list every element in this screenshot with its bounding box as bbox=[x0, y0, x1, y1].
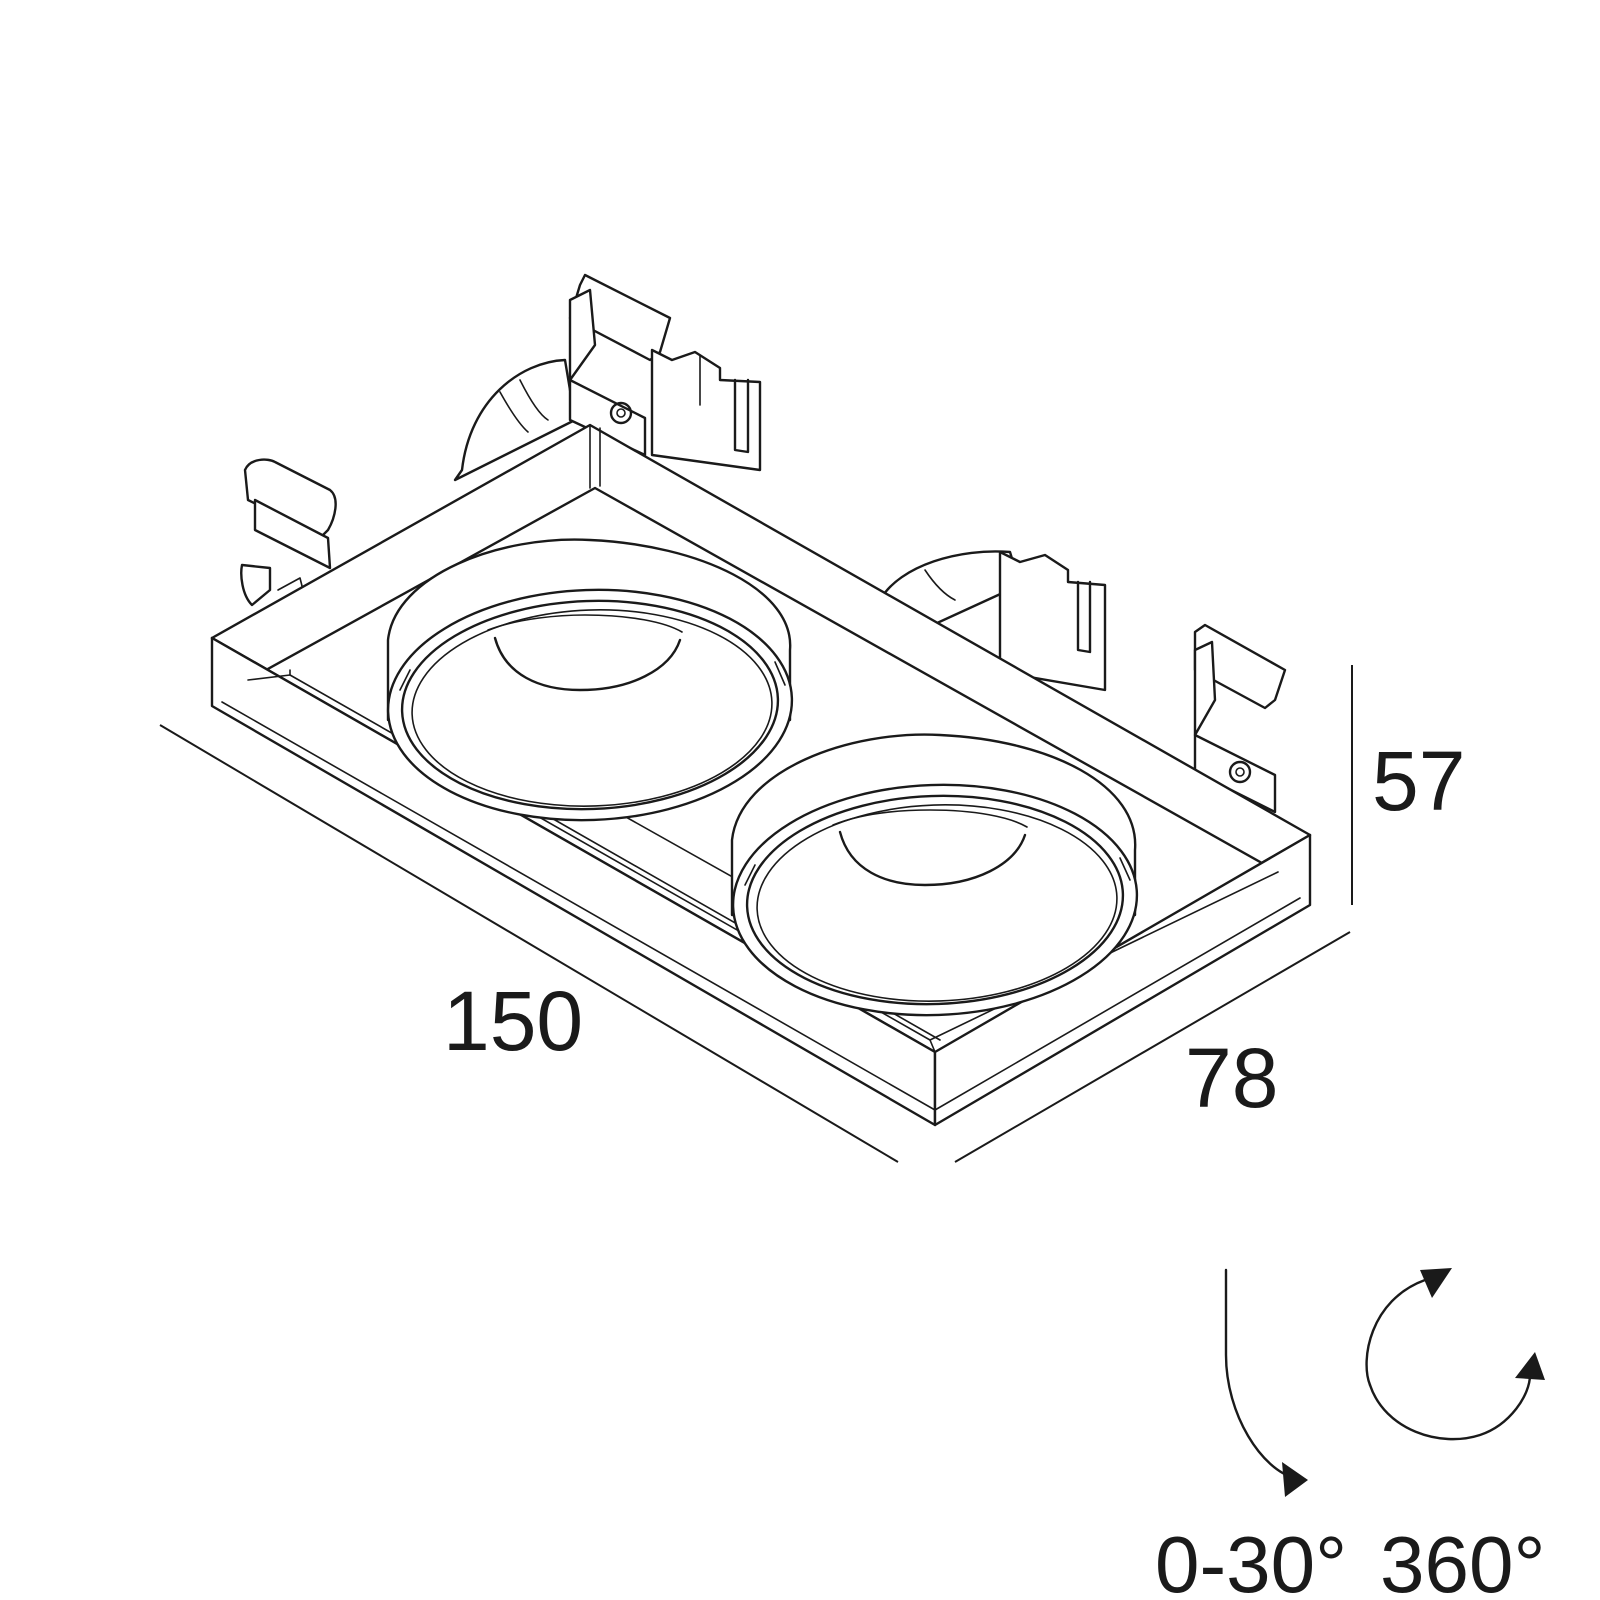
length-label: 150 bbox=[443, 974, 583, 1068]
length-dimension-line bbox=[159, 724, 899, 1163]
spot-left bbox=[386, 538, 794, 822]
width-dimension-line bbox=[954, 931, 1351, 1163]
trim-frame bbox=[210, 423, 1312, 1127]
tilt-arrow-icon bbox=[1224, 1268, 1308, 1497]
spot-right bbox=[730, 733, 1139, 1017]
rotate-angle-label: 360° bbox=[1380, 1520, 1545, 1600]
height-label: 57 bbox=[1372, 734, 1465, 828]
width-label: 78 bbox=[1185, 1031, 1278, 1125]
dimension-lines bbox=[159, 665, 1353, 1163]
tilt-angle-label: 0-30° bbox=[1155, 1520, 1347, 1600]
rotate-arrow-icon bbox=[1365, 1268, 1545, 1441]
